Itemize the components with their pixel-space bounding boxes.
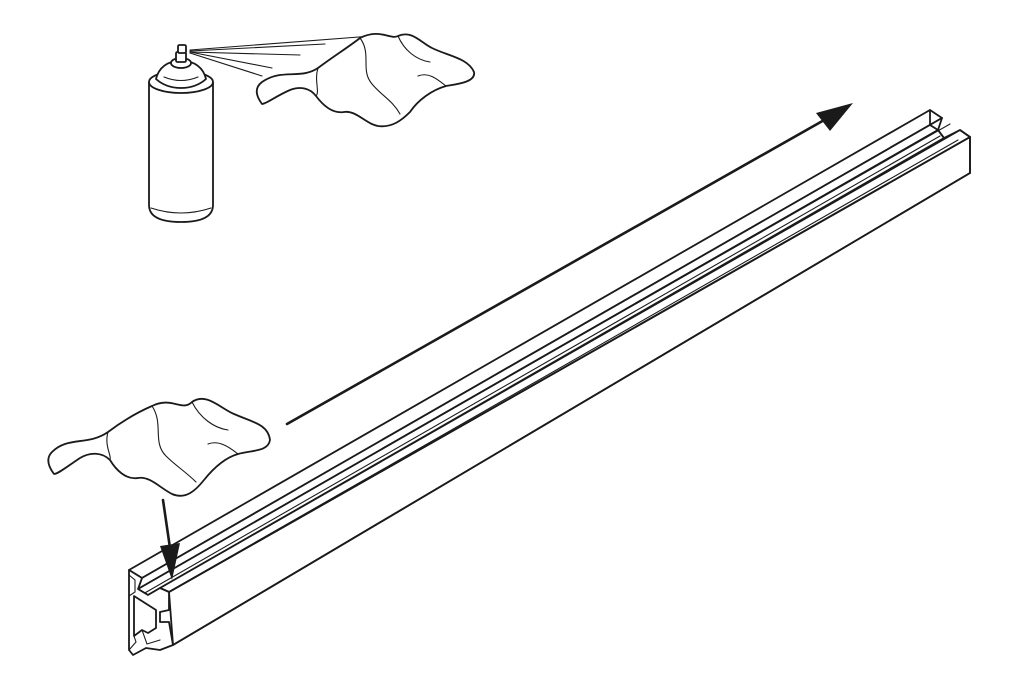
cloth-icon xyxy=(255,33,475,128)
wipe-direction-arrow xyxy=(285,103,853,426)
aluminum-rail-profile xyxy=(128,109,971,656)
cloth-icon xyxy=(47,397,271,497)
spray-can-icon xyxy=(148,44,214,223)
apply-down-arrow xyxy=(160,498,180,580)
spray-mist-icon xyxy=(189,35,373,77)
